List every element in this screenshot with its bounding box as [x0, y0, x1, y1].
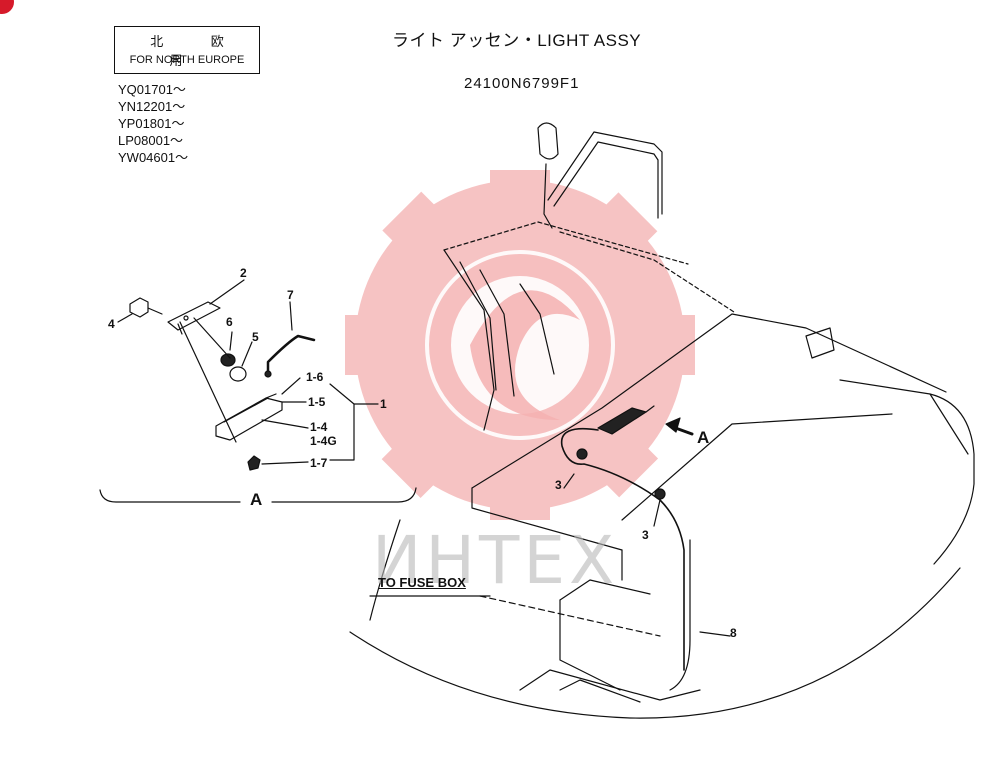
serial-item: YN12201～: [118, 99, 186, 114]
region-box: 北 欧 用 FOR NORTH EUROPE: [114, 26, 260, 74]
gear-teeth: [345, 170, 695, 520]
detail-a-label: A: [250, 490, 263, 509]
to-fuse-box-label: TO FUSE BOX: [378, 575, 466, 590]
serial-item: YP01801～: [118, 116, 185, 131]
serial-item: YW04601～: [118, 150, 189, 165]
callout-1: 1: [380, 397, 387, 411]
callout-1-7: 1-7: [310, 456, 328, 470]
serial-list: YQ01701～ YN12201～ YP01801～ LP08001～ YW04…: [118, 81, 188, 166]
serial-item: LP08001～: [118, 133, 184, 148]
callout-2: 2: [240, 266, 247, 280]
machine-body: [349, 122, 975, 719]
region-label-jp: 北 欧 用: [150, 34, 246, 68]
callout-6: 6: [226, 315, 233, 329]
region-label-en: FOR NORTH EUROPE: [129, 54, 245, 66]
callout-1-5: 1-5: [308, 395, 326, 409]
detail-a-parts: [99, 279, 417, 503]
diagram-title: ライト アッセン・LIGHT ASSY: [392, 31, 642, 50]
callout-3: 3: [642, 528, 649, 542]
callout-8: 8: [730, 626, 737, 640]
installed-lamp: [560, 405, 731, 671]
callout-1-4g: 1-4G: [310, 434, 337, 448]
callout-1-6: 1-6: [306, 370, 324, 384]
callout-4: 4: [108, 317, 115, 331]
watermark-text: ИНТЕХ: [372, 522, 619, 599]
callout-5: 5: [252, 330, 259, 344]
serial-item: YQ01701～: [118, 82, 186, 97]
view-a-label: A: [697, 428, 710, 447]
part-number: 24100N6799F1: [464, 75, 580, 92]
callout-1-4: 1-4: [310, 420, 328, 434]
callout-7: 7: [287, 288, 294, 302]
callout-3: 3: [555, 478, 562, 492]
